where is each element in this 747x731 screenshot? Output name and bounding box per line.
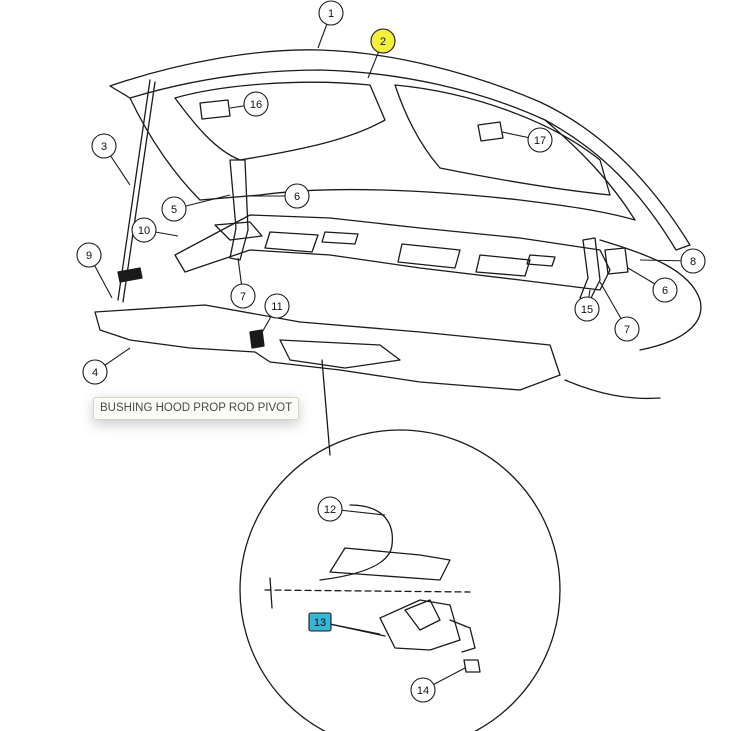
callout-c7b: 7 <box>599 281 640 342</box>
callout-marker <box>91 133 117 159</box>
callout-c15: 15 <box>574 289 600 322</box>
callout-c16: 16 <box>229 91 269 117</box>
callout-marker <box>284 183 310 209</box>
callout-c4: 4 <box>82 347 131 385</box>
callout-c3: 3 <box>91 133 131 186</box>
support-window-3 <box>475 254 531 277</box>
callout-marker <box>76 242 102 268</box>
callout-c10: 10 <box>131 217 179 243</box>
callout-label: 12 <box>324 504 336 516</box>
callout-label: 6 <box>294 191 300 203</box>
insulation-pad <box>199 99 231 120</box>
callout-label: 13 <box>314 617 326 629</box>
callout-label: 8 <box>690 256 696 268</box>
lower-panel-inner <box>279 339 401 369</box>
latch-nut <box>463 659 481 673</box>
hood-panel <box>109 49 691 251</box>
callout-marker <box>243 91 269 117</box>
callout-marker <box>308 612 332 632</box>
fender <box>599 239 702 351</box>
detail-leader <box>321 359 331 456</box>
callout-c13: 13 <box>308 612 381 635</box>
callout-marker <box>574 296 600 322</box>
lower-panel <box>94 304 561 391</box>
callout-c5: 5 <box>161 194 231 222</box>
callout-marker <box>614 316 640 342</box>
callout-marker <box>318 0 344 26</box>
latch-body <box>379 599 461 651</box>
callout-c17: 17 <box>501 127 553 153</box>
callout-c12: 12 <box>317 496 386 522</box>
hood-opening-left <box>174 81 386 161</box>
callout-label: 3 <box>101 141 107 153</box>
radiator-support <box>174 214 611 291</box>
callout-label: 15 <box>581 304 593 316</box>
latch-cable <box>319 504 393 581</box>
prop-rod-clip <box>117 267 143 283</box>
callout-marker <box>82 359 108 385</box>
callout-c2: 2 <box>367 28 396 79</box>
callout-label: 5 <box>171 204 177 216</box>
callout-c11: 11 <box>259 293 290 337</box>
callout-label: 9 <box>86 250 92 262</box>
callout-marker <box>264 293 290 319</box>
hinge-left <box>229 159 249 261</box>
prop-rod <box>117 79 151 301</box>
hood-opening-right <box>394 84 611 196</box>
pad-right <box>477 121 504 142</box>
callout-label: 10 <box>138 225 150 237</box>
callout-label: 16 <box>250 99 262 111</box>
callout-marker <box>680 248 706 274</box>
callout-c6a: 6 <box>252 183 310 209</box>
latch-bracket-right <box>526 254 556 267</box>
hood-inner-frame <box>129 97 636 221</box>
callout-label: 11 <box>271 301 282 313</box>
callout-label: 6 <box>662 285 668 297</box>
callout-marker <box>131 217 157 243</box>
callout-marker <box>161 196 187 222</box>
callout-marker <box>410 677 436 703</box>
callout-marker <box>370 28 396 54</box>
callout-c7a: 7 <box>230 257 256 309</box>
support-window-1 <box>264 231 319 253</box>
callout-label: 7 <box>240 291 246 303</box>
support-window-2 <box>397 243 461 269</box>
latch-bracket-upper <box>321 231 359 245</box>
callout-c6b: 6 <box>627 267 678 303</box>
callout-label: 4 <box>92 367 98 379</box>
callout-marker <box>317 496 343 522</box>
callout-c1: 1 <box>317 0 344 49</box>
fender-lower <box>564 379 661 400</box>
callout-c14: 14 <box>410 667 466 703</box>
callout-marker <box>230 283 256 309</box>
callout-label: 14 <box>417 685 429 697</box>
callout-c9: 9 <box>76 242 113 299</box>
callout-c8: 8 <box>639 248 706 274</box>
callout-label: 17 <box>534 135 546 147</box>
latch-detail-circle <box>239 429 561 731</box>
part-tooltip: BUSHING HOOD PROP ROD PIVOT <box>93 397 300 420</box>
callout-label: 2 <box>380 36 386 48</box>
callout-label: 7 <box>624 324 630 336</box>
callout-label: 1 <box>328 8 334 20</box>
callout-marker <box>652 277 678 303</box>
callout-marker <box>527 127 553 153</box>
